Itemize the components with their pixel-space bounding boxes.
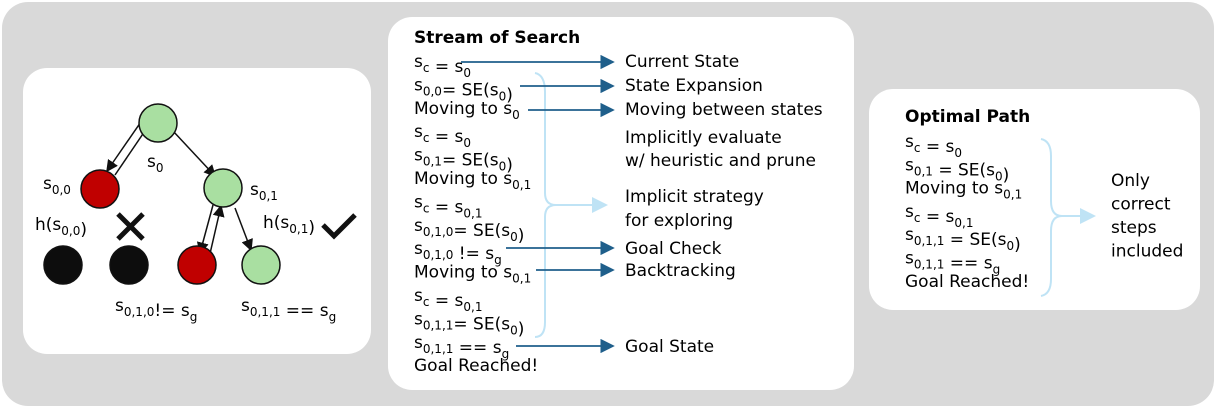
- optimal-line: Moving to s0,1: [905, 179, 1022, 202]
- edge-right-to-bottom-green: [234, 207, 253, 252]
- stream-line: Moving to s0,1: [414, 169, 531, 192]
- stream-line: sc = s0: [414, 122, 471, 150]
- stream-line: s0,1,0= SE(s0): [414, 216, 524, 246]
- edge-bottom-red-to-right: [208, 204, 225, 259]
- label-goal-node: s0,1,1 == sg: [241, 296, 336, 324]
- tree-node-root: [138, 103, 178, 143]
- stream-title: Stream of Search: [414, 28, 580, 48]
- optimal-note: Only correct steps included: [1111, 171, 1183, 262]
- optimal-line: sc = s0: [905, 132, 962, 160]
- label-right-node: s0,1: [250, 180, 278, 203]
- stream-annotation: Implicitly evaluate: [625, 128, 782, 148]
- stream-line: sc = s0,1: [414, 286, 482, 314]
- stream-annotation: Goal State: [625, 337, 714, 357]
- optimal-brace: [1040, 138, 1063, 297]
- label-root: s0: [147, 152, 164, 175]
- stream-line: s0,1,0 != sg: [414, 239, 502, 267]
- stream-line: s0,1,1= SE(s0): [414, 309, 524, 339]
- tree-node-goal: [241, 245, 281, 285]
- stream-line: Goal Reached!: [414, 356, 538, 376]
- tree-node-right: [203, 168, 243, 208]
- optimal-note-line: steps: [1111, 218, 1157, 238]
- stream-annotation: Current State: [625, 52, 739, 72]
- optimal-line: s0,1,1 = SE(s0): [905, 225, 1021, 255]
- optimal-note-line: correct: [1111, 195, 1171, 215]
- label-left-node: s0,0: [43, 174, 71, 197]
- stream-annotation: w/ heuristic and prune: [625, 151, 816, 171]
- stream-annotation: State Expansion: [625, 76, 763, 96]
- stream-line: s0,1,1 == sg: [414, 333, 509, 361]
- optimal-line: s0,1,1 == sg: [905, 249, 1000, 277]
- optimal-title: Optimal Path: [905, 107, 1030, 127]
- checkmark-icon: [321, 213, 357, 240]
- tree-node-dead-end: [177, 245, 217, 285]
- edge-root-to-right: [172, 130, 217, 178]
- stream-annotation: for exploring: [625, 211, 733, 231]
- optimal-note-line: Only: [1111, 171, 1150, 191]
- strategy-brace: [534, 72, 557, 338]
- stream-annotation: Implicit strategy: [625, 187, 764, 207]
- stream-annotation: Backtracking: [625, 261, 736, 281]
- heuristic-left: h(s0,0): [35, 215, 87, 240]
- stream-line: sc = s0: [414, 52, 471, 80]
- optimal-line: s0,1 = SE(s0): [905, 155, 1009, 185]
- stream-annotation: Moving between states: [625, 100, 823, 120]
- cross-icon: [116, 212, 145, 241]
- optimal-note-line: included: [1111, 242, 1183, 262]
- stream-line: Moving to s0,1: [414, 263, 531, 286]
- stream-line: sc = s0,1: [414, 192, 482, 220]
- stream-line: s0,1= SE(s0): [414, 146, 513, 176]
- tree-node-pruned-2: [109, 245, 149, 285]
- label-dead-end: s0,1,0!= sg: [115, 296, 197, 324]
- search-tree-panel: s0 s0,0 s0,1 h(s0,0) h(s0,1) s0,1,0!= sg…: [23, 68, 371, 354]
- edge-right-to-bottom-red: [196, 204, 214, 255]
- heuristic-right: h(s0,1): [263, 213, 315, 238]
- tree-node-left: [80, 169, 120, 209]
- tree-node-pruned-1: [43, 245, 83, 285]
- stream-line: s0,0= SE(s0): [414, 75, 513, 105]
- optimal-line: Goal Reached!: [905, 272, 1029, 292]
- search-tree-svg: s0 s0,0 s0,1 h(s0,0) h(s0,1) s0,1,0!= sg…: [35, 103, 357, 324]
- optimal-line: sc = s0,1: [905, 202, 973, 230]
- stream-annotation: Goal Check: [625, 239, 722, 259]
- stream-line: Moving to s0: [414, 99, 520, 122]
